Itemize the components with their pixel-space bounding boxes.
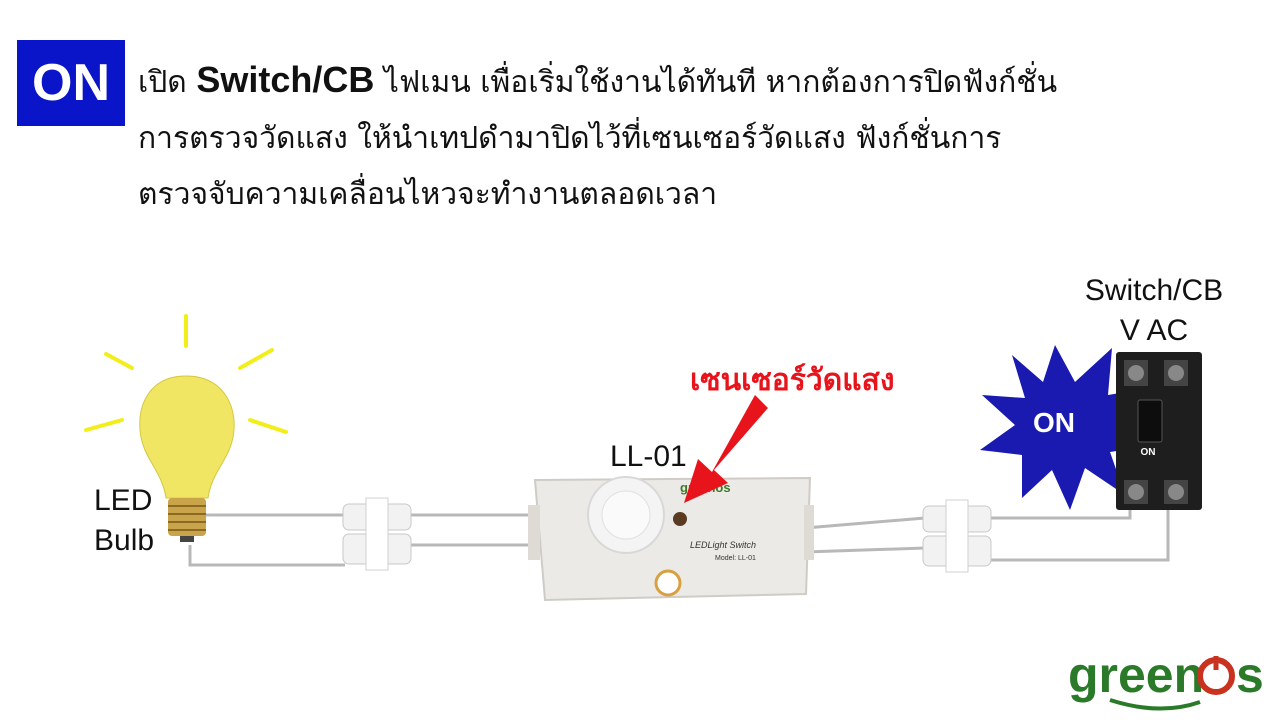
on-badge: ON: [17, 40, 125, 126]
breaker-icon: [1116, 352, 1202, 510]
wire-connector-left: [342, 497, 412, 571]
device-text-model-number: Model: LL-01: [715, 555, 756, 562]
instructions: เปิด Switch/CB ไฟเมน เพื่อเริ่มใช้งานได้…: [138, 52, 1258, 223]
svg-text:green: green: [1068, 647, 1204, 703]
on-burst-label: ON: [1033, 407, 1075, 438]
device-label: LL-01: [610, 440, 687, 473]
on-burst-icon: [980, 345, 1158, 510]
greenos-logo: green s: [1068, 647, 1264, 711]
bulb-label-bulb: Bulb: [94, 524, 154, 557]
voltage-label: V AC: [1120, 314, 1188, 347]
light-sensor-icon: [673, 512, 687, 526]
led-bulb-icon: [84, 314, 288, 542]
wire-connector-right: [922, 499, 992, 573]
device-text-model-name: LEDLight Switch: [690, 540, 756, 550]
switch-cb-label: Switch/CB: [1085, 274, 1223, 307]
switch-cb-emphasis: Switch/CB: [196, 59, 375, 100]
sensor-label: เซนเซอร์วัดแสง: [690, 363, 895, 398]
bulb-label-led: LED: [94, 484, 152, 517]
instruction-line-3: ตรวจจับความเคลื่อนไหวจะทำงานตลอดเวลา: [138, 177, 718, 212]
wires: [188, 505, 1170, 567]
ll01-device: greenos LEDLight Switch Model: LL-01: [528, 476, 814, 602]
instruction-line-2: การตรวจวัดแสง ให้นำเทปดำมาปิดไว้ที่เซนเซ…: [138, 121, 1002, 156]
svg-text:s: s: [1236, 647, 1264, 703]
sensor-arrow-icon: [684, 395, 768, 503]
breaker-on-label: ON: [1141, 447, 1156, 458]
adjust-knob-icon: [654, 569, 682, 597]
instruction-line-1: เปิด Switch/CB ไฟเมน เพื่อเริ่มใช้งานได้…: [138, 59, 1058, 100]
